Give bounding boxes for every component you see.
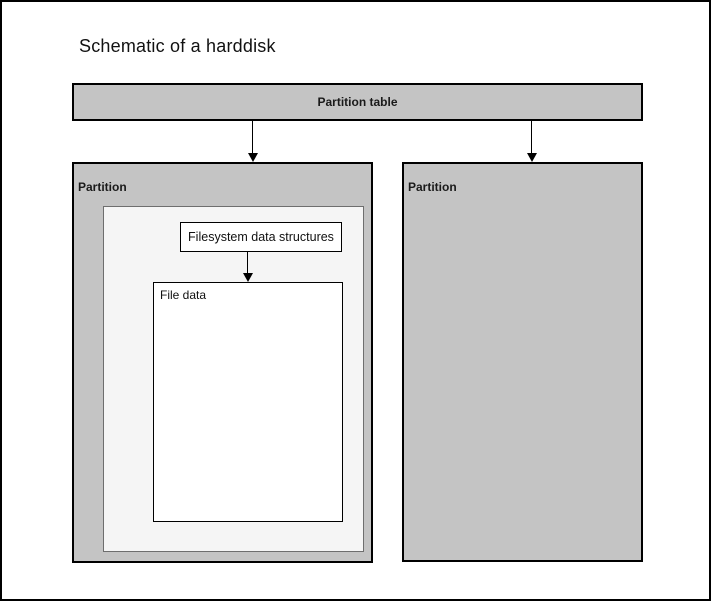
file-data-label: File data [160,288,207,302]
arrow-partition-table-to-left-partition [247,121,258,162]
arrow-head-icon [242,273,253,282]
partition-table-box: Partition table [72,83,643,121]
arrow-shaft [246,252,249,273]
filesystem-data-structures-label: Filesystem data structures [188,230,334,244]
diagram-title: Schematic of a harddisk [79,36,276,56]
filesystem-area-box: Filesystem data structures File data [103,206,364,552]
arrow-shaft [530,121,533,153]
right-partition-box: Partition [402,162,643,562]
file-data-box: File data [153,282,343,522]
filesystem-data-structures-box: Filesystem data structures [180,222,342,252]
arrow-shaft [251,121,254,153]
arrow-partition-table-to-right-partition [526,121,537,162]
right-partition-label: Partition [408,180,457,194]
left-partition-box: Partition Filesystem data structures Fil… [72,162,373,563]
arrow-filesystem-to-file-data [242,252,253,282]
partition-table-label: Partition table [317,95,398,109]
left-partition-label: Partition [78,180,127,194]
arrow-head-icon [526,153,537,162]
arrow-head-icon [247,153,258,162]
